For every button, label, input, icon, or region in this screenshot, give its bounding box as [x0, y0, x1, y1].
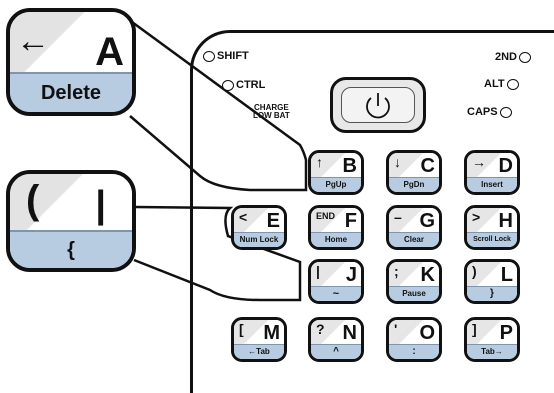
key-d-sub: Insert [481, 180, 503, 190]
key-n-symbol: ? [316, 321, 325, 337]
key-o[interactable]: ' O : [386, 317, 442, 362]
key-h-sub: Scroll Lock [473, 236, 511, 244]
key-k-symbol: ; [394, 263, 399, 279]
key-c-letter: C [420, 155, 435, 177]
key-j-letter: J [345, 264, 357, 286]
key-d[interactable]: → D Insert [464, 150, 520, 195]
key-f-sub: Home [324, 235, 348, 245]
key-l[interactable]: ) L } [464, 259, 520, 304]
key-f-symbol: END [316, 211, 336, 221]
brace-leader [133, 205, 302, 302]
callout-leader-lines [129, 20, 308, 302]
ctrl-indicator: CTRL [222, 79, 265, 91]
callout-key-a: ← A Delete [6, 8, 136, 116]
key-b-letter: B [342, 155, 357, 177]
key-h[interactable]: > H Scroll Lock [464, 205, 520, 250]
second-indicator: 2ND [495, 51, 532, 63]
shift-indicator: SHIFT [203, 50, 249, 62]
key-j-symbol: | [316, 263, 320, 279]
key-e-sub: Num Lock [239, 235, 279, 245]
key-m[interactable]: [ M ←Tab [231, 317, 287, 362]
second-label: 2ND [495, 51, 518, 63]
callout-key-a-top [10, 12, 132, 74]
key-c[interactable]: ↓ C PgDn [386, 150, 442, 195]
caps-indicator: CAPS [467, 106, 512, 118]
keypad-diagram: SHIFT CTRL CHARGE LOW BAT 2ND ALT CAPS ←… [6, 8, 554, 393]
key-o-letter: O [419, 322, 435, 344]
key-k-letter: K [420, 264, 435, 286]
charge-low-bat-label: CHARGE LOW BAT [253, 103, 290, 120]
key-h-symbol: > [472, 209, 481, 225]
key-n-letter: N [342, 322, 357, 344]
key-c-sub: PgDn [403, 180, 425, 190]
key-f[interactable]: END F Home [308, 205, 364, 250]
key-l-letter: L [500, 264, 513, 286]
callout-key-brace-sub: { [67, 238, 75, 261]
key-m-letter: M [263, 322, 280, 344]
key-o-symbol: ' [394, 321, 398, 337]
right-arrow-icon: → [472, 154, 486, 170]
key-g[interactable]: – G Clear [386, 205, 442, 250]
key-p[interactable]: ] P Tab→ [464, 317, 520, 362]
key-p-sub: Tab→ [481, 347, 503, 357]
callout-key-brace-top [10, 174, 132, 233]
callout-key-brace: ( | { [6, 170, 136, 272]
key-k[interactable]: ; K Pause [386, 259, 442, 304]
power-icon [366, 93, 390, 119]
key-l-sub: } [490, 288, 494, 300]
callout-key-a-letter: A [95, 30, 124, 74]
second-led-icon [519, 51, 532, 63]
key-k-sub: Pause [402, 289, 426, 299]
key-h-letter: H [498, 210, 513, 232]
key-o-sub: : [412, 346, 416, 358]
key-e-letter: E [266, 210, 280, 232]
up-arrow-icon: ↑ [316, 154, 323, 170]
ctrl-label: CTRL [236, 79, 266, 91]
callout-key-brace-letter: | [95, 184, 106, 226]
alt-indicator: ALT [484, 78, 519, 90]
callout-key-brace-bottom [10, 230, 132, 268]
key-n[interactable]: ? N ^ [308, 317, 364, 362]
key-f-letter: F [344, 210, 357, 232]
power-button[interactable] [330, 77, 426, 133]
key-m-symbol: [ [239, 321, 244, 337]
caps-label: CAPS [467, 106, 498, 118]
down-arrow-icon: ↓ [394, 154, 401, 170]
callout-key-a-bottom [10, 72, 132, 112]
key-l-symbol: ) [472, 263, 477, 279]
key-g-sub: Clear [403, 235, 424, 245]
key-b-sub: PgUp [325, 180, 347, 190]
alt-label: ALT [484, 78, 505, 90]
shift-led-icon [203, 50, 215, 62]
left-arrow-icon: ← [16, 22, 50, 60]
key-p-letter: P [499, 322, 513, 344]
key-m-sub: ←Tab [248, 347, 270, 357]
alt-led-icon [506, 78, 519, 90]
key-j-sub: ~ [332, 287, 340, 300]
key-d-letter: D [498, 155, 513, 177]
key-e-symbol: < [239, 209, 248, 225]
caps-led-icon [499, 106, 512, 118]
ctrl-led-icon [222, 79, 234, 91]
key-n-sub: ^ [333, 346, 339, 358]
key-e[interactable]: < E Num Lock [231, 205, 287, 250]
power-button-face [341, 87, 415, 123]
delete-leader [129, 20, 308, 192]
key-g-symbol: – [394, 209, 402, 225]
key-j[interactable]: | J ~ [308, 259, 364, 304]
key-g-letter: G [419, 210, 435, 232]
callout-key-brace-symbol: ( [26, 178, 40, 222]
shift-label: SHIFT [217, 50, 249, 62]
key-b[interactable]: ↑ B PgUp [308, 150, 364, 195]
key-p-symbol: ] [472, 321, 477, 337]
callout-key-a-sub: Delete [40, 81, 102, 104]
